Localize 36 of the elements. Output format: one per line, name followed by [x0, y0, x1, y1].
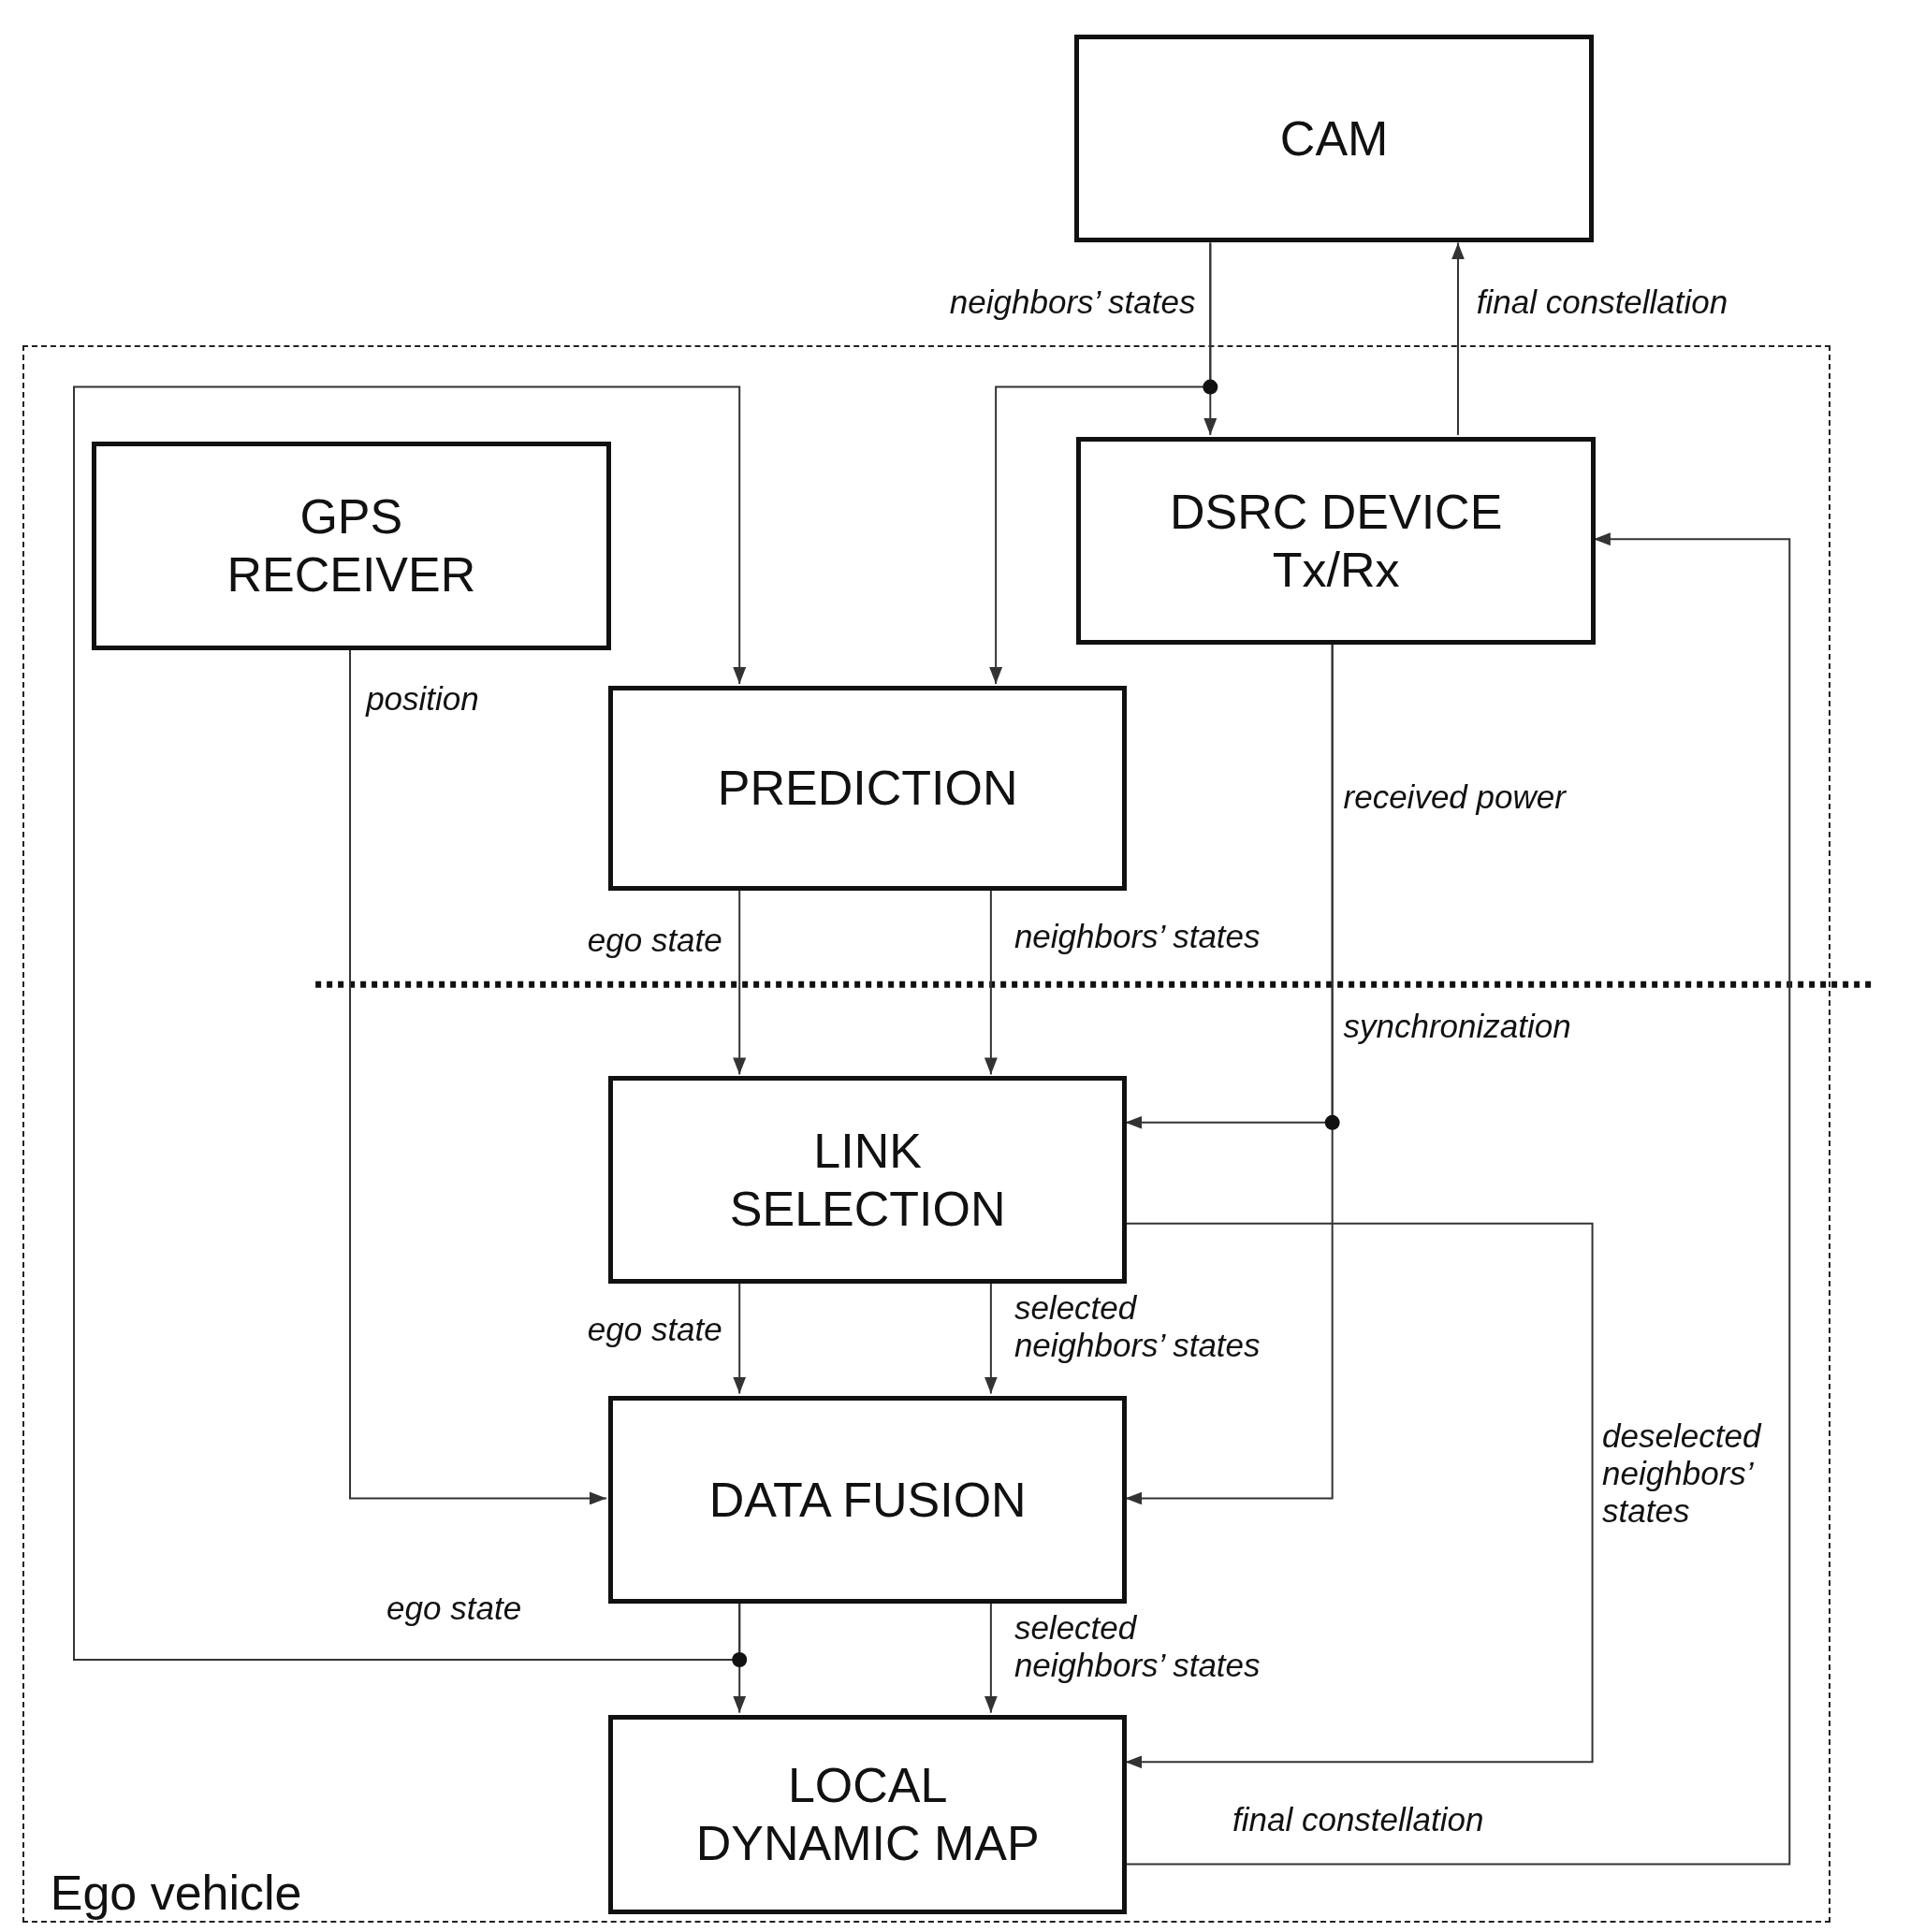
box-label: CAM: [1279, 109, 1389, 167]
edge-label: received power: [1343, 778, 1566, 817]
box-label: LINK SELECTION: [728, 1122, 1007, 1239]
arrow: [73, 385, 747, 1661]
process-box: [607, 1395, 1128, 1605]
arrow: [1451, 241, 1465, 436]
edge-label: ego state: [587, 1311, 722, 1349]
box-label: PREDICTION: [717, 760, 1018, 818]
edge-label: selected neighbors’ states: [1014, 1609, 1261, 1685]
arrow: [1124, 1222, 1594, 1769]
arrow: [989, 241, 1212, 685]
boundary-label: Ego vehicle: [50, 1864, 302, 1921]
edge-label: neighbors’ states: [949, 283, 1196, 322]
edge-label: position: [366, 679, 479, 719]
edge-label: neighbors’ states: [1014, 918, 1261, 956]
edge-label: ego state: [386, 1589, 522, 1628]
process-box: [607, 1714, 1128, 1914]
box-label: DATA FUSION: [708, 1471, 1027, 1529]
process-box: [1076, 436, 1596, 646]
arrow: [984, 1601, 998, 1714]
box-label: DSRC DEVICE Tx/Rx: [1168, 483, 1504, 600]
process-box: [607, 1076, 1128, 1284]
process-box: [92, 442, 611, 650]
edge-label: final constellation: [1232, 1801, 1484, 1839]
box-label: LOCAL DYNAMIC MAP: [694, 1756, 1041, 1873]
arrow: [1124, 532, 1791, 1866]
box-label: GPS RECEIVER: [226, 488, 477, 604]
edge-label: selected neighbors’ states: [1014, 1288, 1261, 1365]
phase-label: synchronization: [1343, 1008, 1571, 1046]
dashed-boundary: [22, 344, 1830, 1923]
arrow: [1124, 642, 1334, 1505]
process-box: [1074, 34, 1594, 243]
edge-label: deselected neighbors’ states: [1602, 1416, 1763, 1531]
edge-label: ego state: [587, 922, 722, 960]
process-box: [607, 685, 1128, 891]
edge-label: final constellation: [1476, 283, 1728, 322]
